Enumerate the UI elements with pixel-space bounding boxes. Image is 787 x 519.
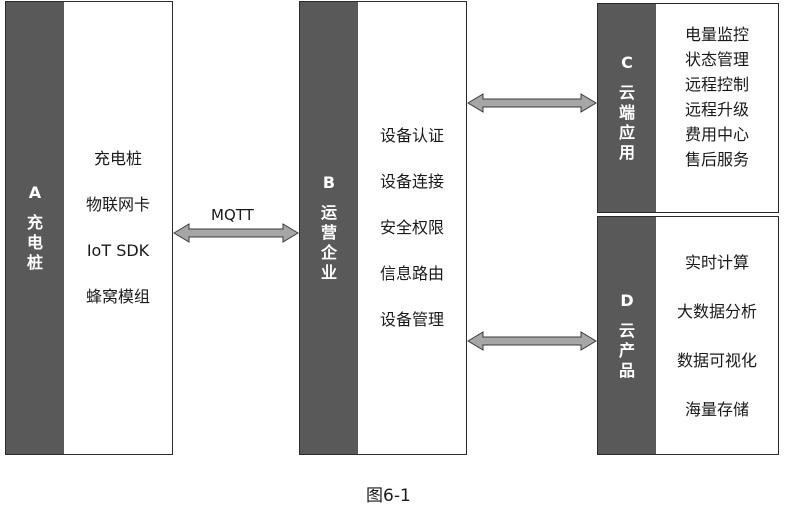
block-a-item: IoT SDK [86, 241, 150, 260]
block-b-item: 设备连接 [379, 172, 444, 191]
block-a-letter: A [28, 183, 42, 202]
block-b-item: 设备认证 [379, 126, 444, 145]
block-d-name-char: 品 [618, 360, 635, 380]
block-c-item: 售后服务 [684, 150, 749, 169]
block-a-item: 物联网卡 [85, 195, 150, 214]
block-b-name-char: 运 [320, 203, 337, 222]
block-b-item: 信息路由 [379, 264, 444, 283]
block-b-item: 安全权限 [379, 218, 444, 237]
block-c-item: 状态管理 [684, 50, 749, 69]
block-d-item: 大数据分析 [676, 301, 757, 321]
block-d-title-bar: D 云 产 品 [598, 217, 656, 454]
block-cloud-product: D 云 产 品 实时计算 大数据分析 数据可视化 海量存储 [597, 216, 779, 455]
block-b-name-char: 营 [320, 223, 337, 242]
block-a-name-char: 桩 [26, 253, 43, 272]
block-d-items: 实时计算 大数据分析 数据可视化 海量存储 [656, 217, 778, 454]
figure-caption: 图6-1 [366, 486, 411, 506]
block-b-name-char: 业 [320, 263, 337, 282]
block-c-items: 电量监控 状态管理 远程控制 远程升级 费用中心 售后服务 [656, 4, 778, 212]
block-c-letter: C [621, 53, 633, 72]
block-c-item: 远程控制 [684, 75, 749, 94]
block-c-name-char: 端 [618, 103, 635, 122]
block-b-items: 设备认证 设备连接 安全权限 信息路由 设备管理 [358, 2, 466, 454]
block-b-item: 设备管理 [379, 310, 444, 329]
block-b-name-char: 企 [320, 243, 337, 262]
block-a-name-char: 电 [26, 233, 43, 252]
block-b-title-bar: B 运 营 企 业 [300, 2, 358, 454]
block-d-name-char: 云 [618, 320, 635, 340]
block-d-item: 数据可视化 [676, 350, 757, 370]
block-a-title-bar: A 充 电 桩 [6, 2, 64, 454]
arrow-b-c-icon [467, 93, 597, 113]
block-c-name-char: 应 [618, 123, 635, 142]
block-c-item: 费用中心 [684, 125, 749, 144]
block-c-item: 远程升级 [684, 100, 749, 119]
block-d-item: 海量存储 [684, 399, 749, 419]
block-a-items: 充电桩 物联网卡 IoT SDK 蜂窝模组 [64, 2, 172, 454]
block-c-name-char: 云 [618, 83, 635, 102]
block-c-name-char: 用 [618, 143, 635, 162]
block-d-letter: D [620, 290, 634, 310]
arrow-a-b-icon [173, 223, 299, 243]
block-cloud-app: C 云 端 应 用 电量监控 状态管理 远程控制 远程升级 费用中心 售后服务 [597, 3, 779, 213]
block-d-name-char: 产 [618, 340, 635, 360]
block-b-letter: B [322, 173, 336, 192]
block-operator: B 运 营 企 业 设备认证 设备连接 安全权限 信息路由 设备管理 [299, 1, 467, 455]
block-c-item: 电量监控 [684, 25, 749, 44]
block-c-title-bar: C 云 端 应 用 [598, 4, 656, 212]
mqtt-label: MQTT [211, 206, 254, 224]
block-a-item: 充电桩 [93, 149, 142, 168]
arrow-b-d-icon [467, 331, 597, 351]
block-charging-pile: A 充 电 桩 充电桩 物联网卡 IoT SDK 蜂窝模组 [5, 1, 173, 455]
block-a-name-char: 充 [26, 213, 43, 232]
block-d-item: 实时计算 [684, 252, 749, 272]
block-a-item: 蜂窝模组 [85, 287, 150, 306]
